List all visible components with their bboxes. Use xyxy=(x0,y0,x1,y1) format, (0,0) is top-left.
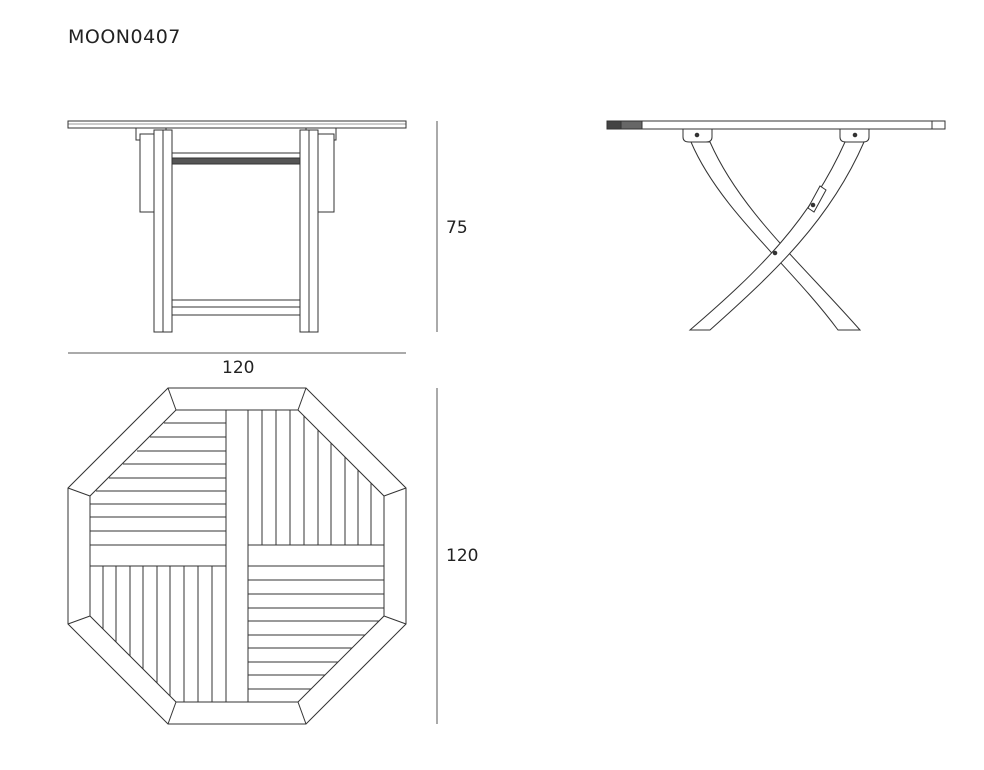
front-elevation-view xyxy=(67,120,438,354)
product-code-title: MOON0407 xyxy=(68,26,181,48)
top-plan-view xyxy=(67,387,438,725)
width-dimension-label: 120 xyxy=(222,358,255,378)
side-elevation-view xyxy=(606,120,946,331)
height-dimension-label: 75 xyxy=(446,218,468,238)
depth-dimension-label: 120 xyxy=(446,546,479,566)
